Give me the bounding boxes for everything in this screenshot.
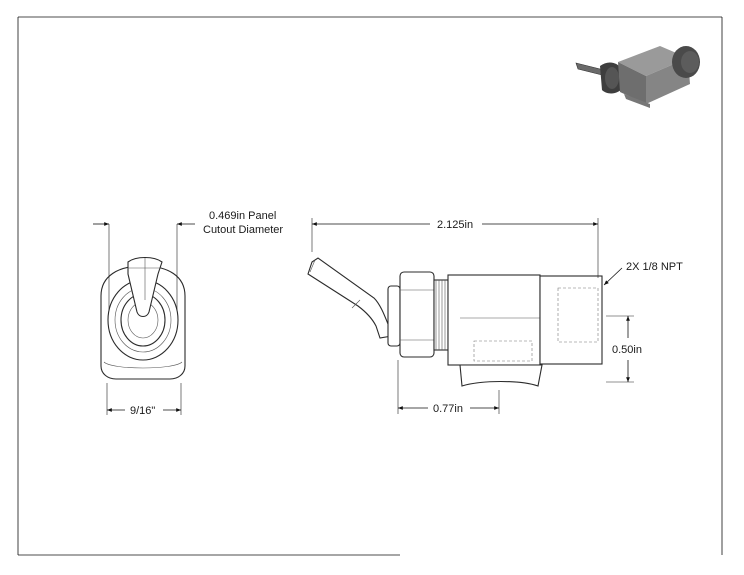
thread-lines — [435, 280, 446, 350]
front-width-dimension: 9/16" — [106, 383, 182, 417]
mount-to-body-label: 0.77in — [433, 403, 463, 415]
drawing-frame — [17, 16, 723, 556]
port-label: 2X 1/8 NPT — [626, 261, 683, 273]
panel-cutout-label-2: Cutout Diameter — [203, 224, 283, 236]
side-view — [307, 257, 603, 387]
body-height-label: 0.50in — [612, 344, 642, 356]
toggle-valve-isometric-icon — [575, 46, 700, 108]
panel-cutout-label-1: 0.469in Panel — [209, 210, 276, 222]
mount-to-body-dimension: 0.77in — [397, 360, 500, 415]
front-view — [100, 256, 186, 380]
front-panel-cutout-dimension: 0.469in Panel Cutout Diameter — [93, 210, 283, 310]
overall-length-dimension: 2.125in — [311, 218, 599, 278]
overall-length-label: 2.125in — [437, 219, 473, 231]
body-height-dimension: 0.50in — [606, 315, 642, 383]
port-callout: 2X 1/8 NPT — [603, 261, 683, 286]
front-width-label: 9/16" — [130, 405, 155, 417]
